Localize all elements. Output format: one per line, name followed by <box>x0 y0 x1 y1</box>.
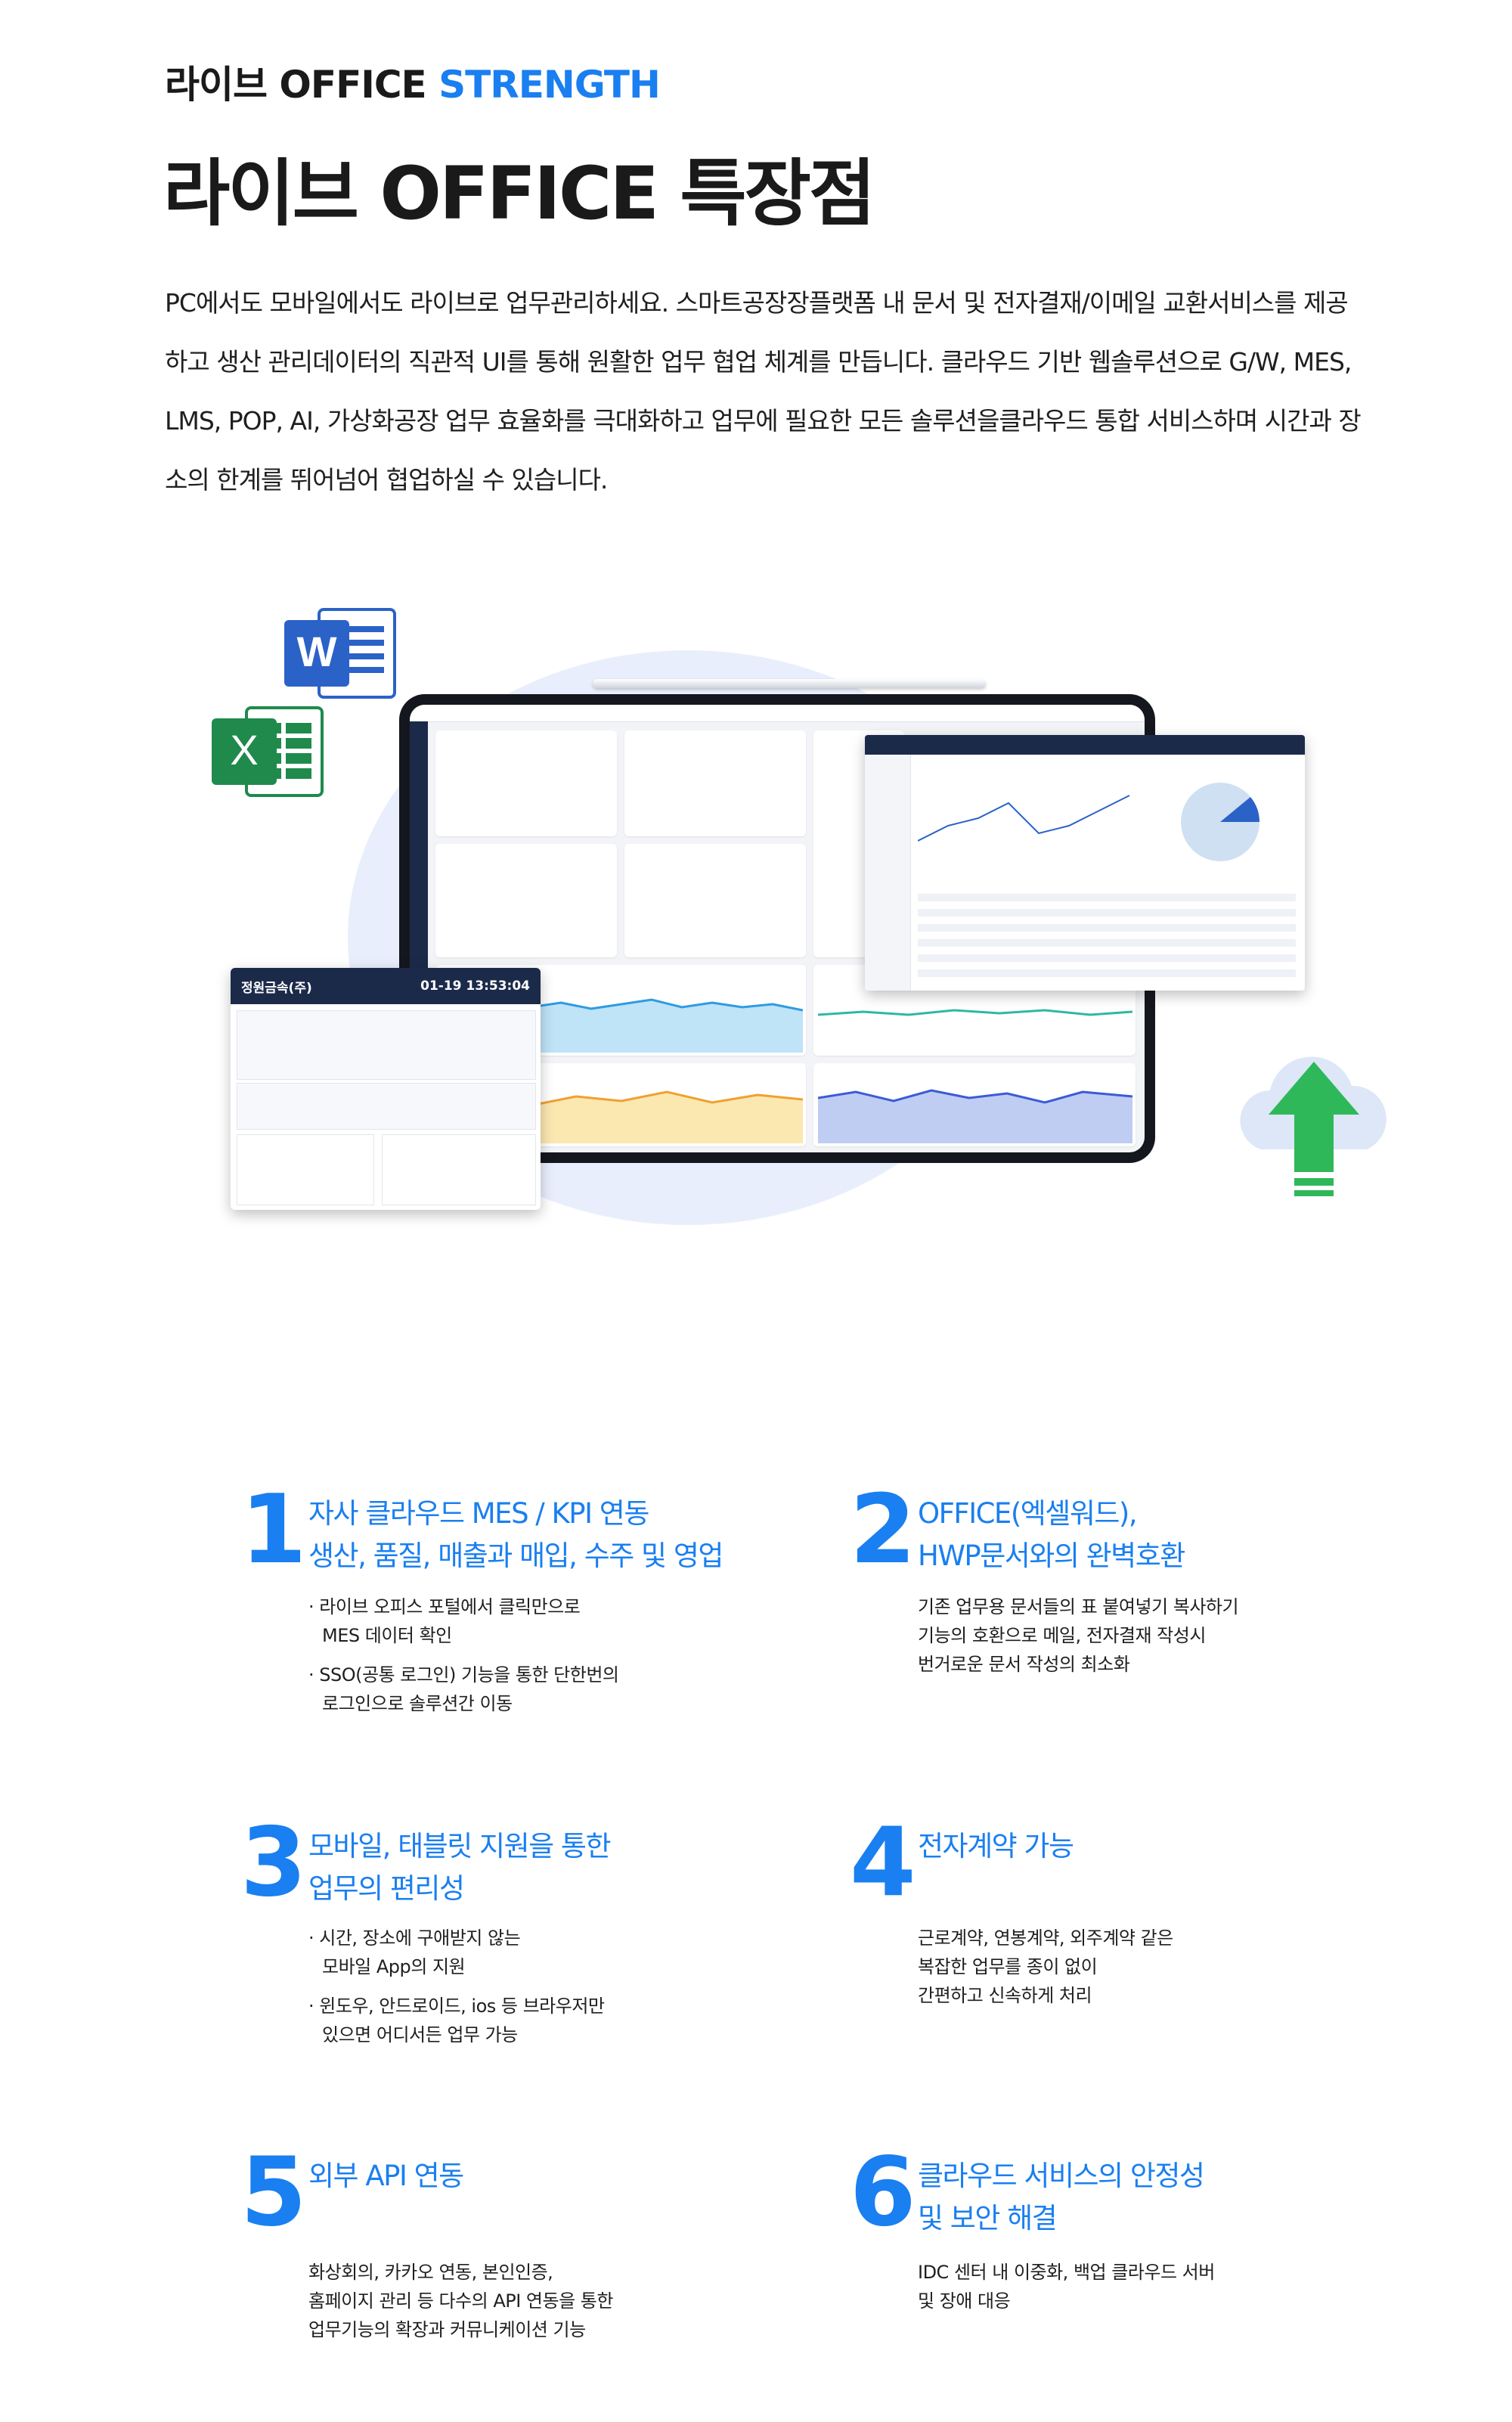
feature-title: 외부 API 연동 <box>308 2160 464 2192</box>
feature-number: 4 <box>850 1806 916 1918</box>
feature-6: 6 클라우드 서비스의 안정성 및 보안 해결 IDC 센터 내 이중화, 백업… <box>850 2144 1334 2371</box>
analytics-window <box>865 735 1305 991</box>
feature-description: IDC 센터 내 이중화, 백업 클라우드 서버 및 장애 대응 <box>918 2262 1215 2312</box>
feature-description: 근로계약, 연봉계약, 외주계약 같은 복잡한 업무를 종이 없이 간편하고 신… <box>918 1927 1173 2006</box>
feature-description: 기존 업무용 문서들의 표 붙여넣기 복사하기 기능의 호환으로 메일, 전자결… <box>918 1596 1239 1675</box>
stylus-pen <box>593 679 986 688</box>
eyebrow-accent-text: STRENGTH <box>438 63 661 107</box>
mobile-pop-panel: 정원금속(주) 01-19 13:53:04 <box>231 968 541 1210</box>
feature-number: 3 <box>240 1806 307 1918</box>
feature-number: 1 <box>240 1474 307 1585</box>
feature-2: 2 OFFICE(엑셀워드), HWP문서와의 완벽호환 기존 업무용 문서들의… <box>850 1482 1334 1739</box>
svg-text:X: X <box>230 726 258 774</box>
feature-title: 모바일, 태블릿 지원을 통한 업무의 편리성 <box>308 1830 611 1905</box>
feature-title: 전자계약 가능 <box>918 1830 1074 1862</box>
mobile-panel-header: 정원금속(주) 01-19 13:53:04 <box>231 968 541 1004</box>
feature-number: 6 <box>850 2136 916 2247</box>
eyebrow-dark-text: 라이브 OFFICE <box>165 63 439 107</box>
section-eyebrow: 라이브 OFFICE STRENGTH <box>165 54 661 109</box>
hero-illustration: W X <box>212 597 1421 1233</box>
intro-paragraph: PC에서도 모바일에서도 라이브로 업무관리하세요. 스마트공장장플랫폼 내 문… <box>165 288 1362 495</box>
mobile-company-name: 정원금속(주) <box>241 980 312 996</box>
word-icon: W <box>284 608 396 699</box>
excel-icon: X <box>212 706 324 797</box>
feature-description: 화상회의, 카카오 연동, 본인인증, 홈페이지 관리 등 다수의 API 연동… <box>308 2262 613 2340</box>
feature-3: 3 모바일, 태블릿 지원을 통한 업무의 편리성 · 시간, 장소에 구애받지… <box>240 1815 724 2057</box>
page-title: 라이브 OFFICE 특장점 <box>163 151 875 236</box>
mobile-clock: 01-19 13:53:04 <box>420 978 530 994</box>
cloud-upload-icon <box>1240 1056 1387 1196</box>
feature-title: 클라우드 서비스의 안정성 및 보안 해결 <box>918 2160 1205 2234</box>
feature-5: 5 외부 API 연동 화상회의, 카카오 연동, 본인인증, 홈페이지 관리 … <box>240 2144 724 2371</box>
svg-text:W: W <box>297 628 337 675</box>
feature-4: 4 전자계약 가능 근로계약, 연봉계약, 외주계약 같은 복잡한 업무를 종이… <box>850 1815 1334 2057</box>
feature-title: OFFICE(엑셀워드), HWP문서와의 완벽호환 <box>918 1497 1185 1572</box>
feature-1: 1 자사 클라우드 MES / KPI 연동 생산, 품질, 매출과 매입, 수… <box>240 1482 724 1739</box>
feature-number: 2 <box>850 1474 916 1585</box>
feature-number: 5 <box>240 2136 307 2247</box>
feature-title: 자사 클라우드 MES / KPI 연동 생산, 품질, 매출과 매입, 수주 … <box>308 1497 723 1572</box>
